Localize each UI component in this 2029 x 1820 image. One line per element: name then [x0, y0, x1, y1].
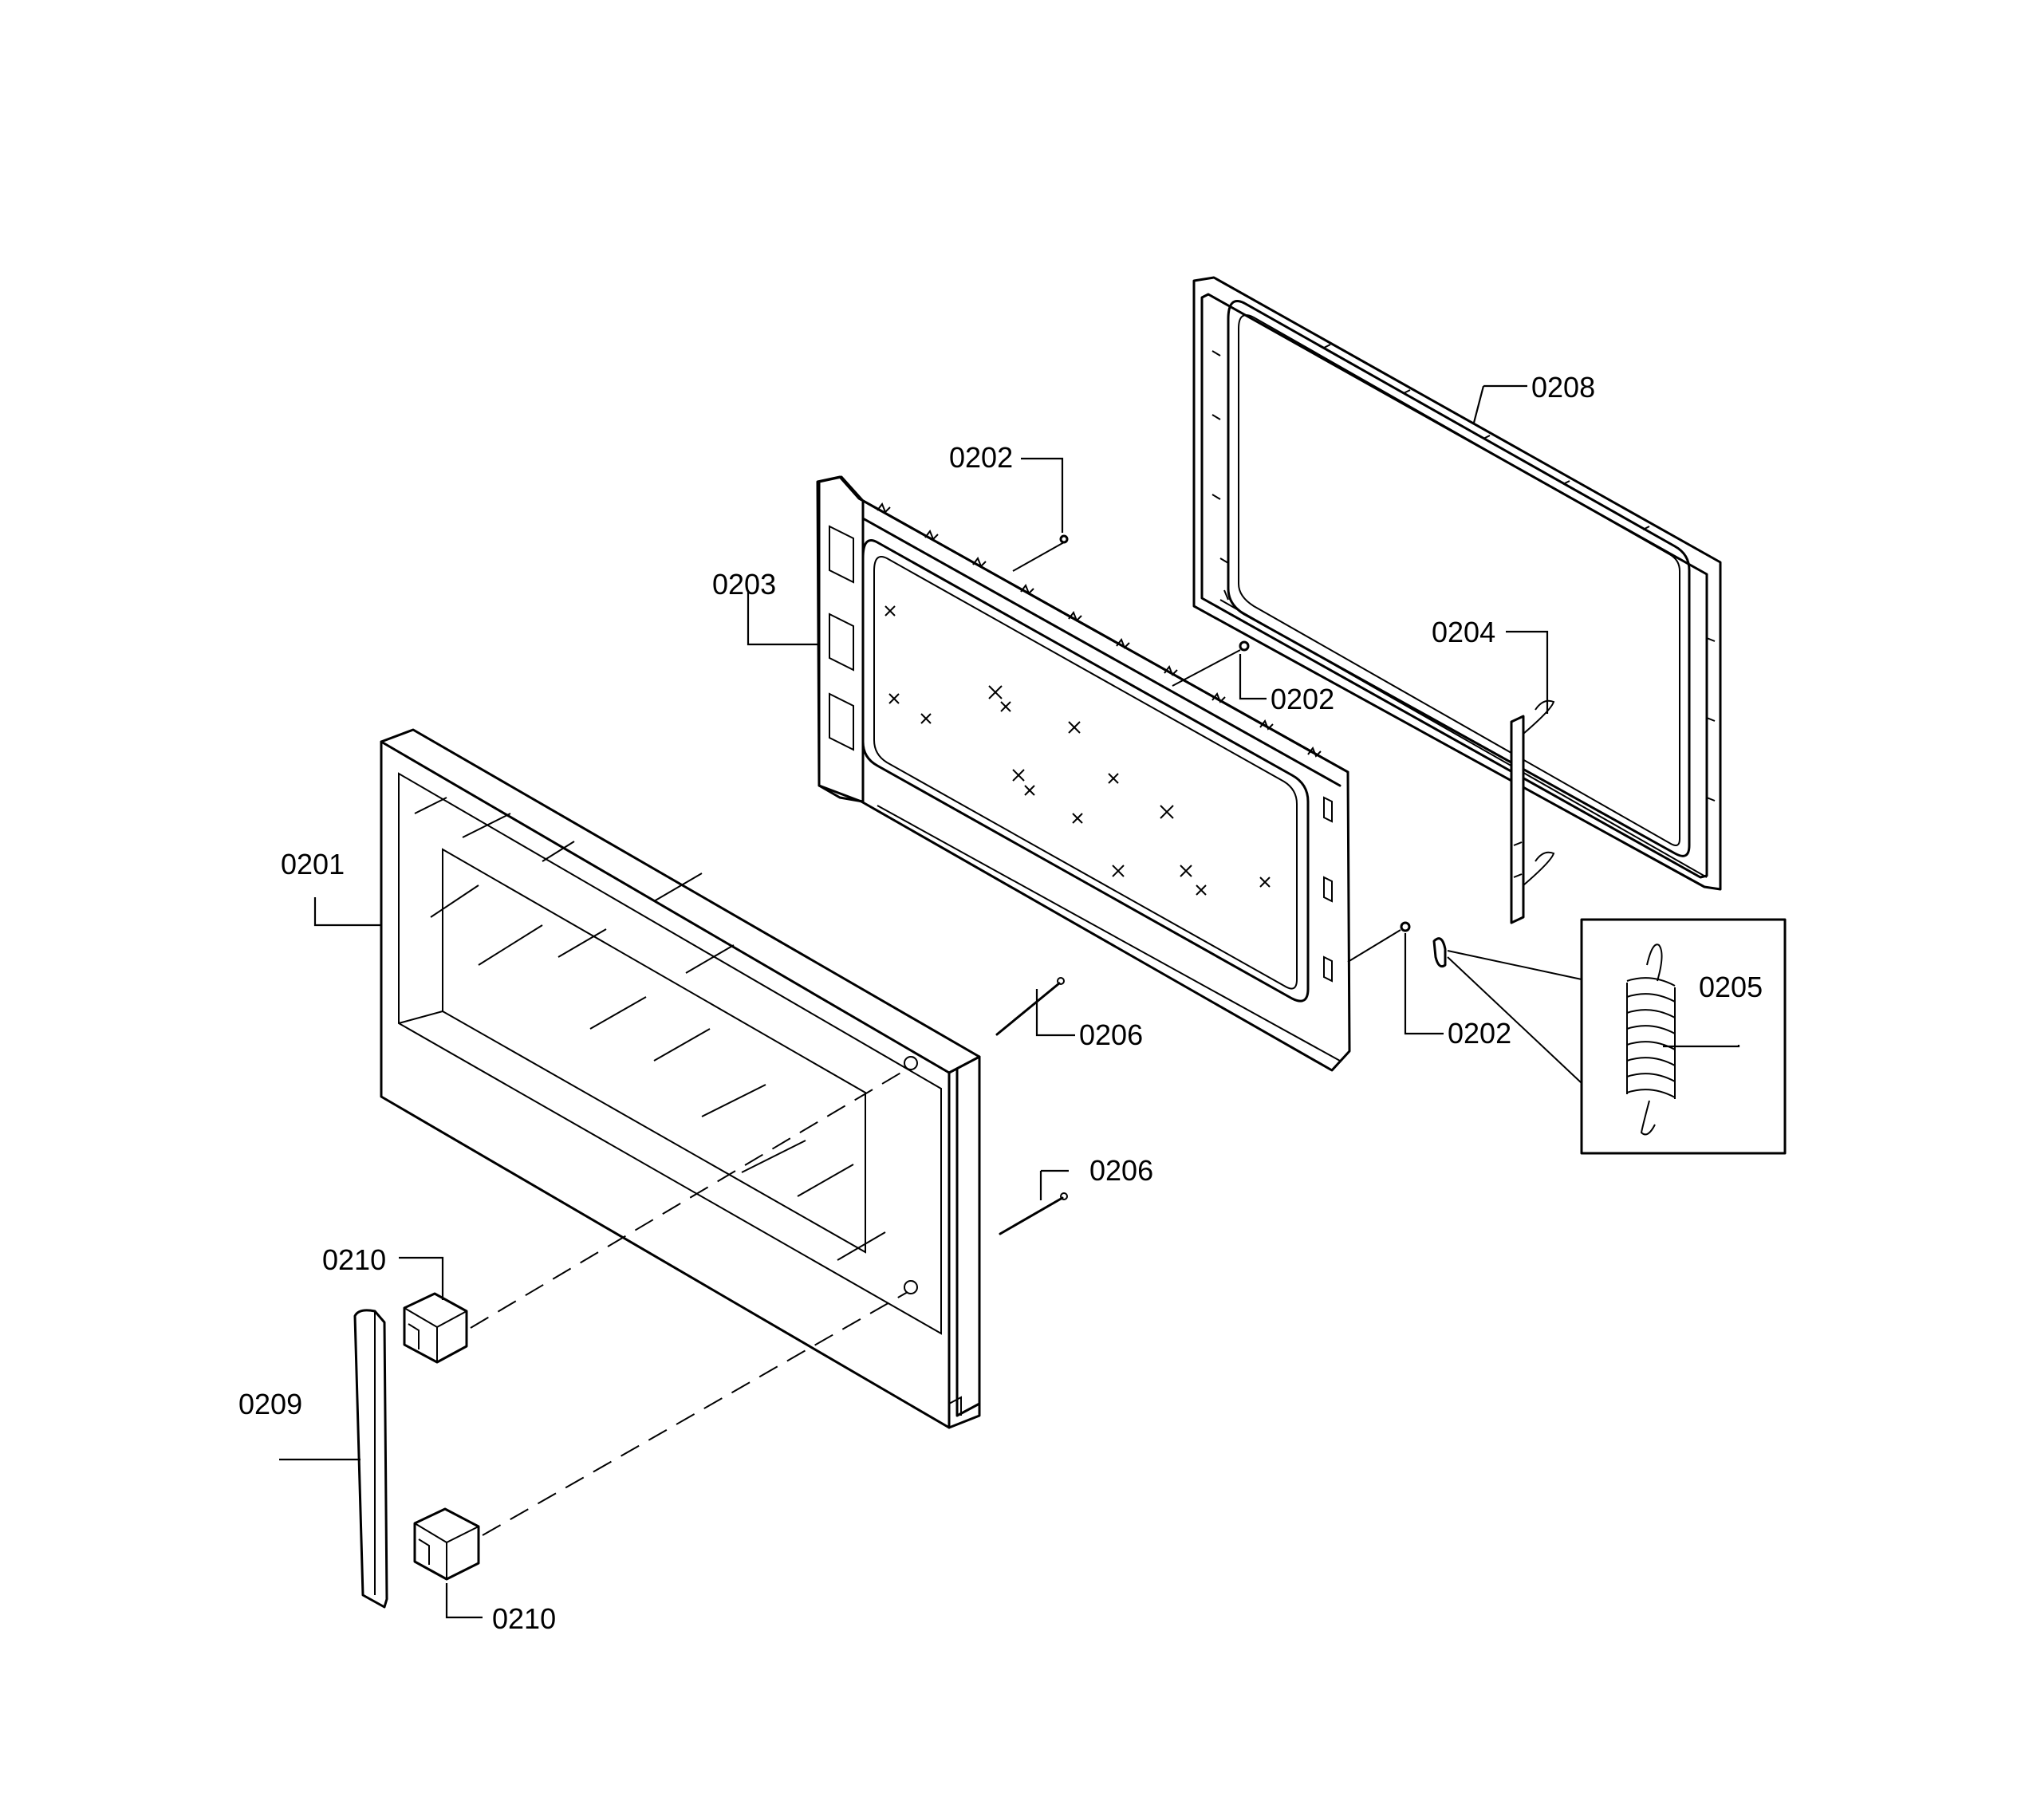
label-0206-upper: 0206	[1079, 1018, 1143, 1051]
label-0208: 0208	[1531, 371, 1595, 404]
label-0206-lower: 0206	[1089, 1154, 1153, 1187]
part-0201-outer-door-panel	[380, 728, 981, 1429]
label-0202-middle: 0202	[1271, 683, 1334, 715]
part-0210-latch-block-upper	[403, 1292, 468, 1364]
part-0206-screw-upper	[995, 977, 1065, 1036]
part-number-labels: 0201 0202 0202 0202 0203 0204 0205 0206 …	[238, 371, 1763, 1635]
leader-lines	[279, 384, 1740, 1619]
part-0206-screw-lower	[999, 1192, 1068, 1235]
label-0210-lower: 0210	[492, 1602, 556, 1635]
label-0202-lower: 0202	[1448, 1017, 1511, 1050]
part-0204-latch-bar	[1510, 699, 1555, 924]
label-0210-upper: 0210	[322, 1243, 386, 1276]
part-0202-screw-middle	[1172, 640, 1250, 687]
label-0204: 0204	[1432, 616, 1495, 648]
part-0208-door-frame	[1192, 276, 1722, 891]
label-0205: 0205	[1699, 971, 1763, 1003]
part-0202-screw-lower	[1347, 921, 1411, 963]
part-0210-latch-block-lower	[413, 1507, 480, 1581]
label-0209: 0209	[238, 1388, 302, 1420]
part-0202-screw-top	[1012, 534, 1069, 572]
part-0209-door-handle	[353, 1309, 388, 1609]
label-0203: 0203	[712, 568, 776, 601]
part-0203-inner-door-panel	[816, 475, 1351, 1072]
label-0202-top: 0202	[949, 441, 1013, 474]
part-0205-spring	[1432, 918, 1787, 1155]
assembly-dashed-lines	[470, 1068, 908, 1536]
label-0201: 0201	[281, 848, 345, 880]
